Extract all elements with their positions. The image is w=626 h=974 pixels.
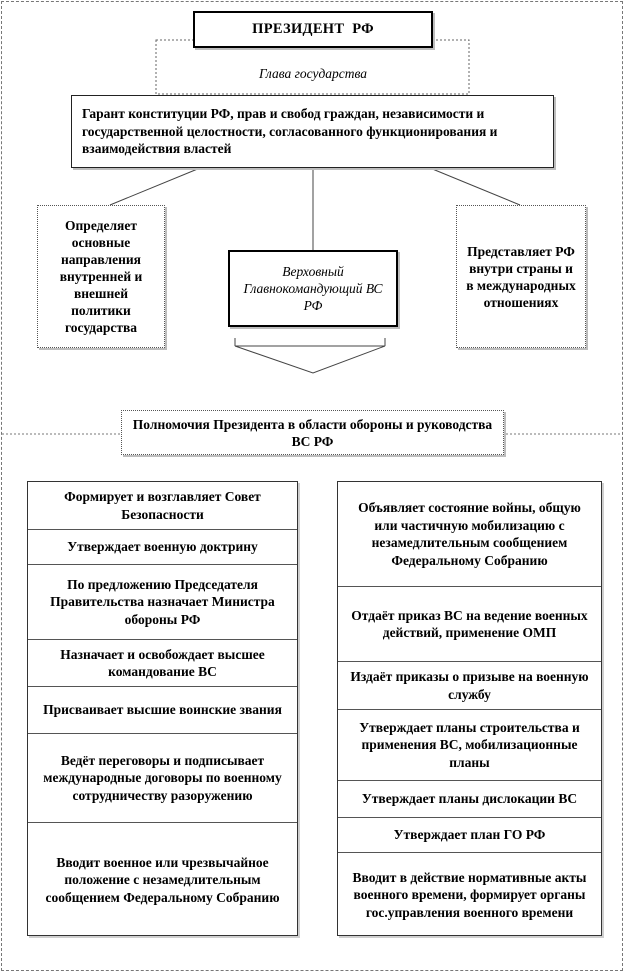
- president-title: ПРЕЗИДЕНТ РФ: [252, 21, 374, 37]
- connector-left: [109, 167, 201, 206]
- left-power-item: Формирует и возглавляет Совет Безопаснос…: [64, 489, 261, 522]
- role-represent-text: Представляет РФ внутри страны и в междун…: [466, 243, 576, 310]
- left-powers-column: Формирует и возглавляет Совет Безопаснос…: [27, 481, 298, 936]
- powers-title-box: Полномочия Президента в области обороны …: [121, 410, 504, 455]
- left-power-item: Назначает и освобождает высшее командова…: [28, 639, 297, 686]
- right-power-item: Утверждает планы дислокации ВС: [338, 780, 601, 817]
- left-power-item: Ведёт переговоры и подписывает междунаро…: [28, 733, 297, 822]
- head-of-state-label-box: Глава государства: [200, 62, 426, 84]
- right-power-item: Издаёт приказы о призыве на военную служ…: [338, 661, 601, 709]
- guarantor-text: Гарант конституции РФ, прав и свобод гра…: [82, 106, 498, 157]
- right-powers-column: Объявляет состояние войны, общую или час…: [337, 481, 602, 936]
- right-power-item: Отдаёт приказ ВС на ведение военных дейс…: [338, 586, 601, 661]
- role-policy-text: Определяет основные направления внутренн…: [59, 218, 143, 335]
- right-power-item: Вводит в действие нормативные акты военн…: [338, 852, 601, 937]
- role-policy-box: Определяет основные направления внутренн…: [37, 205, 165, 348]
- left-power-item: По предложению Председателя Правительств…: [28, 564, 297, 639]
- right-power-item: Объявляет состояние войны, общую или час…: [358, 500, 581, 568]
- role-represent-box: Представляет РФ внутри страны и в междун…: [456, 205, 586, 348]
- connector-right: [429, 167, 521, 206]
- president-box: ПРЕЗИДЕНТ РФ: [193, 11, 433, 48]
- left-power-item: Вводит военное или чрезвычайное положени…: [28, 822, 297, 937]
- role-commander-box: Верховный Главнокомандующий ВС РФ: [228, 250, 398, 327]
- head-of-state-label: Глава государства: [258, 65, 368, 81]
- right-power-item: Утверждает план ГО РФ: [338, 817, 601, 852]
- right-power-item: Утверждает планы строительства и примене…: [338, 709, 601, 780]
- left-power-item: Утверждает военную доктрину: [28, 529, 297, 564]
- role-commander-text: Верховный Главнокомандующий ВС РФ: [243, 264, 383, 313]
- guarantor-box: Гарант конституции РФ, прав и свобод гра…: [71, 95, 554, 168]
- left-power-item: Присваивает высшие воинские звания: [28, 686, 297, 733]
- down-arrow: [234, 345, 386, 374]
- powers-title: Полномочия Президента в области обороны …: [132, 416, 493, 449]
